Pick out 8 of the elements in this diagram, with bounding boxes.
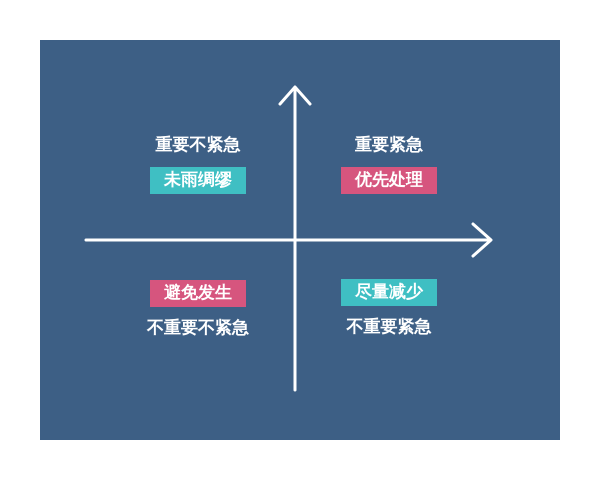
quadrant-label: 重要紧急 (354, 134, 424, 156)
quadrant-label: 不重要不紧急 (146, 317, 250, 339)
quadrant-tag: 避免发生 (150, 280, 246, 307)
quadrant-tag: 尽量减少 (341, 279, 437, 306)
quadrant-label: 不重要紧急 (345, 316, 432, 338)
quadrant-label: 重要不紧急 (154, 134, 242, 156)
quadrant-tag: 未雨绸缪 (150, 167, 246, 194)
quadrant-tag: 优先处理 (341, 167, 437, 194)
